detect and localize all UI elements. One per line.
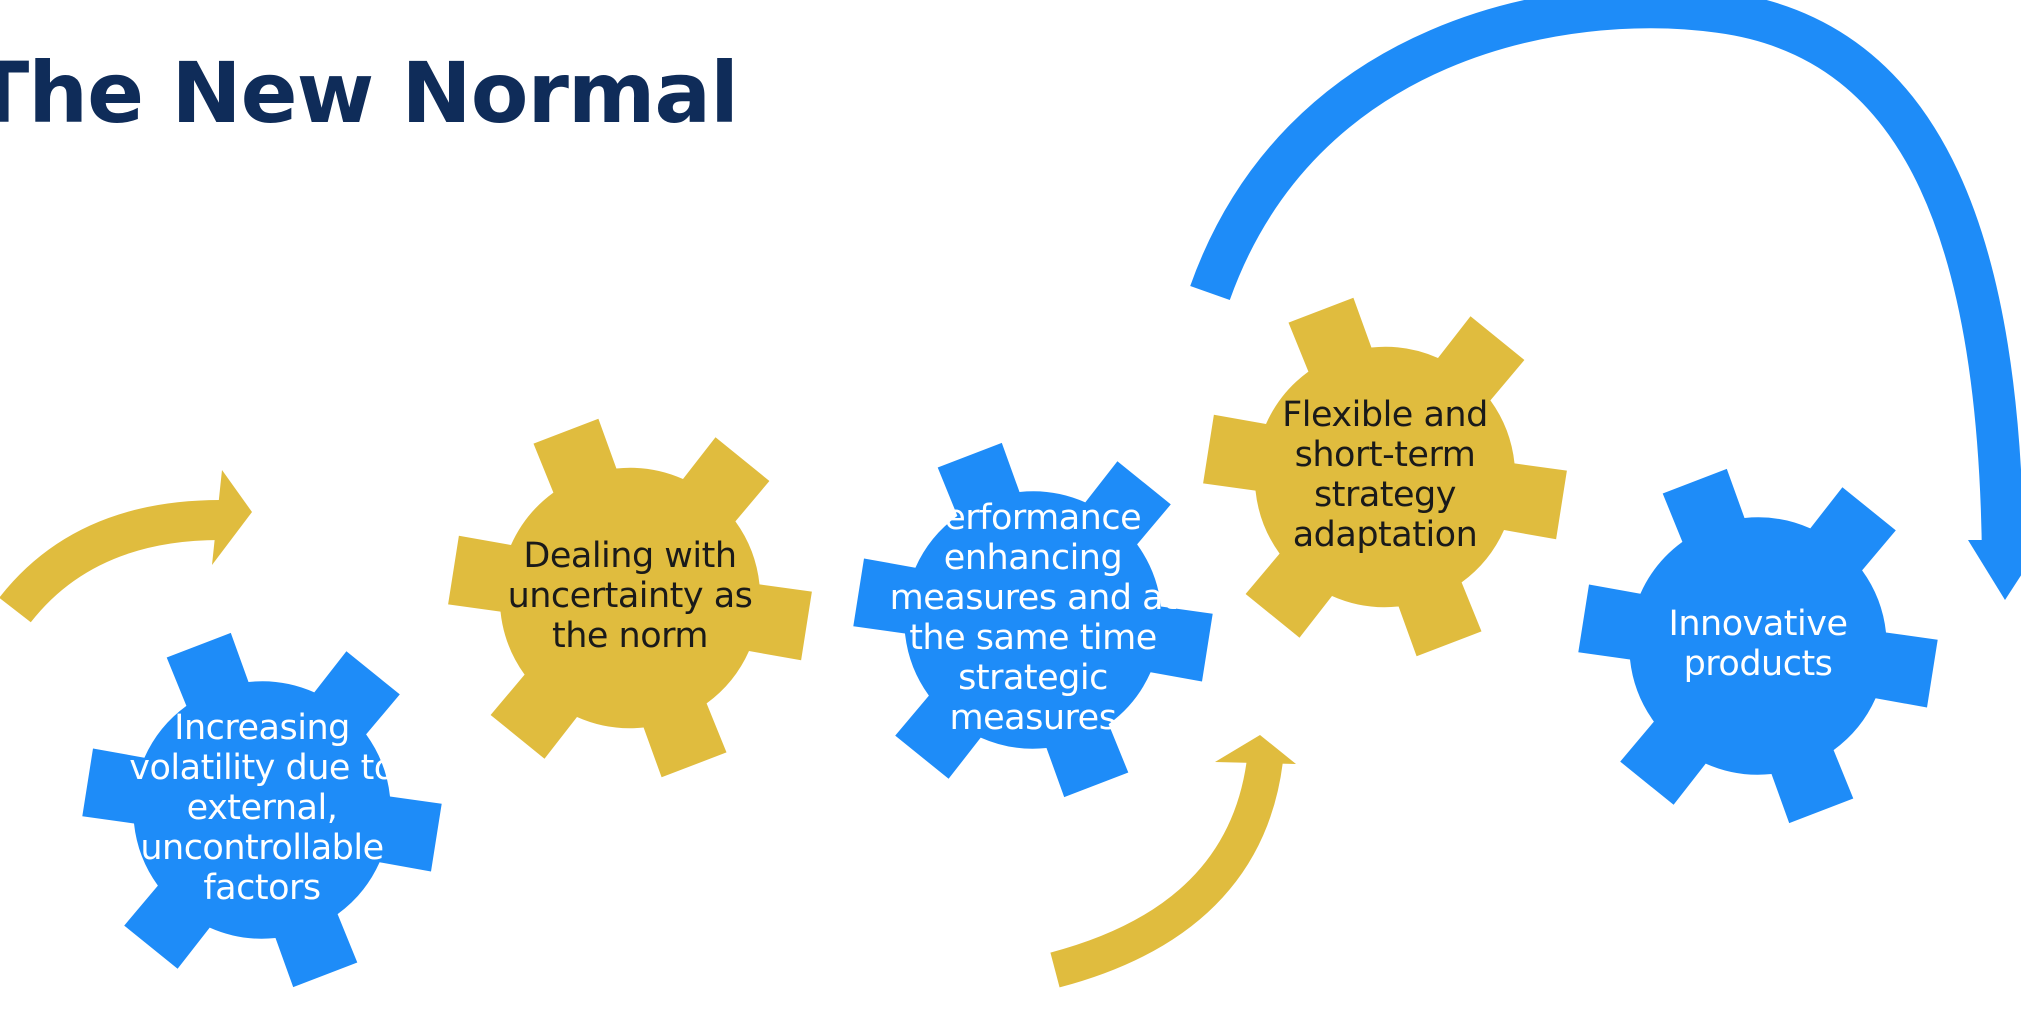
gear-volatility [82,632,442,988]
gear-label-line: strategic [958,658,1108,698]
diagram-title: The New Normal [0,44,739,142]
gear-label-line: Increasing [174,708,350,748]
gear-label-line: measures and at [889,578,1177,618]
small-gold-arrow-shaft [0,500,221,623]
large-blue-arrow [1190,0,2021,600]
large-blue-arrow-head [1968,540,2021,600]
gear-label-line: enhancing [943,538,1123,578]
gear-label-line: short-term [1294,435,1476,475]
gear-label-line: Innovative [1668,604,1848,644]
gear-label-line: uncertainty as [507,576,753,616]
gear-label-line: Flexible and [1282,395,1488,435]
large-blue-arrow-shaft [1190,0,2021,561]
gear-label-line: products [1683,644,1833,684]
small-gold-arrow [0,470,252,623]
gear-label-line: strategy [1314,475,1456,515]
gear-innovative-products [1578,468,1938,824]
gear-label-line: Dealing with [523,536,737,576]
lower-gold-arrow [1050,735,1296,988]
gear-label-line: external, [186,788,338,828]
lower-gold-arrow-head [1215,735,1296,764]
gear-label-line: Performance [924,498,1142,538]
gear-label-line: the norm [551,616,709,656]
lower-gold-arrow-shaft [1050,757,1283,988]
gear-label-line: volatility due to [129,748,395,788]
gear-label-line: the same time [909,618,1157,658]
gear-flexible-strategy [1203,297,1567,657]
gear-label-line: uncontrollable [140,828,384,868]
gear-label-line: measures [949,698,1117,738]
gear-label-line: factors [203,868,321,908]
gear-performance [853,442,1213,798]
gear-label-line: adaptation [1292,515,1478,555]
gear-uncertainty [448,418,812,778]
small-gold-arrow-head [212,470,252,565]
